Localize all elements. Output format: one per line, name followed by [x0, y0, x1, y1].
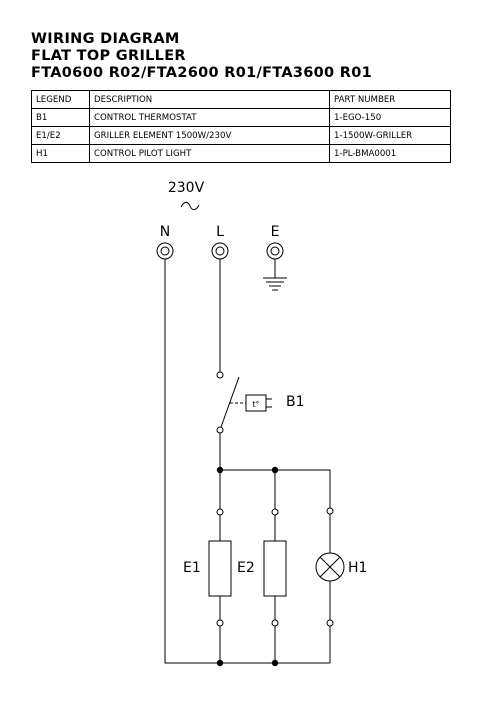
table-row: H1 CONTROL PILOT LIGHT 1-PL-BMA0001 [31, 144, 451, 163]
title-line-1: WIRING DIAGRAM [31, 31, 180, 47]
h1-terminal-top [326, 507, 334, 515]
e2-element [263, 540, 287, 597]
h1-terminal-bottom [326, 619, 334, 627]
top-bus-wire [220, 469, 331, 508]
title-line-3: FTA0600 R02/FTA2600 R01/FTA3600 R01 [31, 65, 373, 81]
h1-label: H1 [348, 560, 367, 576]
pilot-lamp-icon [315, 552, 345, 582]
thermostat-sensor-box [245, 394, 267, 412]
diagram-title: WIRING DIAGRAM FLAT TOP GRILLER FTA0600 … [31, 31, 372, 82]
thermostat-label: B1 [286, 394, 305, 410]
switch-blade [220, 376, 240, 428]
terminal-e-label: E [271, 224, 280, 240]
title-line-2: FLAT TOP GRILLER [31, 48, 186, 64]
terminal-n [156, 242, 174, 260]
legend-table: LEGEND DESCRIPTION PART NUMBER B1 CONTRO… [31, 90, 451, 163]
neutral-wire [164, 259, 330, 664]
table-row: E1/E2 GRILLER ELEMENT 1500W/230V 1-1500W… [31, 126, 451, 145]
e2-label: E2 [237, 560, 255, 576]
e2-terminal-bottom [271, 619, 279, 627]
terminal-n-label: N [160, 224, 170, 240]
supply-voltage-label: 230V [168, 180, 205, 196]
e2-terminal-top [271, 508, 279, 516]
junction-dot [271, 659, 279, 667]
switch-contact-top [216, 371, 224, 379]
terminal-e [266, 242, 284, 260]
e1-label: E1 [183, 560, 201, 576]
terminal-l [211, 242, 229, 260]
terminal-l-label: L [216, 224, 224, 240]
table-row: B1 CONTROL THERMOSTAT 1-EGO-150 [31, 108, 451, 127]
thermostat-symbol: t° [252, 400, 259, 409]
ac-tilde-symbol [180, 201, 200, 211]
junction-dot [216, 659, 224, 667]
e1-terminal-top [216, 508, 224, 516]
junction-dot [216, 466, 224, 474]
junction-dot [271, 466, 279, 474]
earth-ground-symbol [263, 259, 287, 291]
part-number-cell: 1-PL-BMA0001 [329, 144, 451, 163]
e1-element [208, 540, 232, 597]
switch-contact-bottom [216, 426, 224, 434]
e1-terminal-bottom [216, 619, 224, 627]
